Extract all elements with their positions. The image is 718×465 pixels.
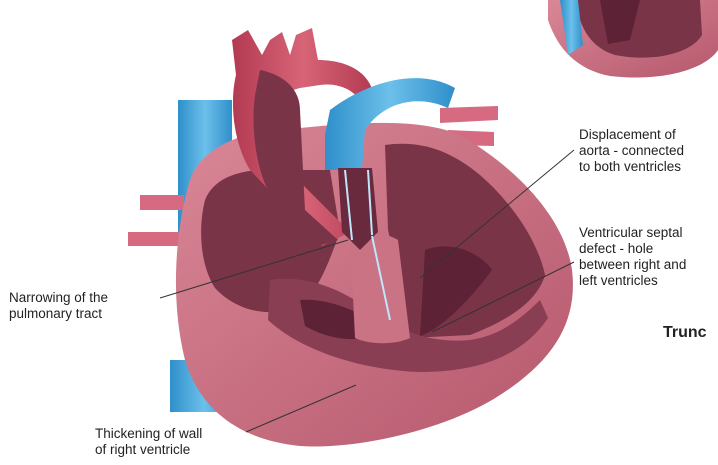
label-line: Thickening of wall	[95, 426, 202, 442]
secondary-heart-crop	[548, 0, 718, 78]
label-wall-thickening: Thickening of wall of right ventricle	[95, 426, 202, 458]
label-line: Ventricular septal	[579, 225, 686, 241]
cropped-title: Trunc	[663, 325, 707, 341]
label-line: between right and	[579, 257, 686, 273]
label-line: aorta - connected	[579, 143, 684, 159]
label-line: defect - hole	[579, 241, 686, 257]
label-pulmonary-narrowing: Narrowing of the pulmonary tract	[9, 290, 108, 322]
label-line: Narrowing of the	[9, 290, 108, 306]
label-line: to both ventricles	[579, 159, 684, 175]
cropped-title-text: Trunc	[663, 325, 707, 341]
label-line: pulmonary tract	[9, 306, 108, 322]
label-line: Displacement of	[579, 127, 684, 143]
label-ventricular-septal-defect: Ventricular septal defect - hole between…	[579, 225, 686, 289]
label-aorta-displacement: Displacement of aorta - connected to bot…	[579, 127, 684, 175]
label-line: left ventricles	[579, 273, 686, 289]
heart-body	[176, 123, 573, 447]
label-line: of right ventricle	[95, 442, 202, 458]
